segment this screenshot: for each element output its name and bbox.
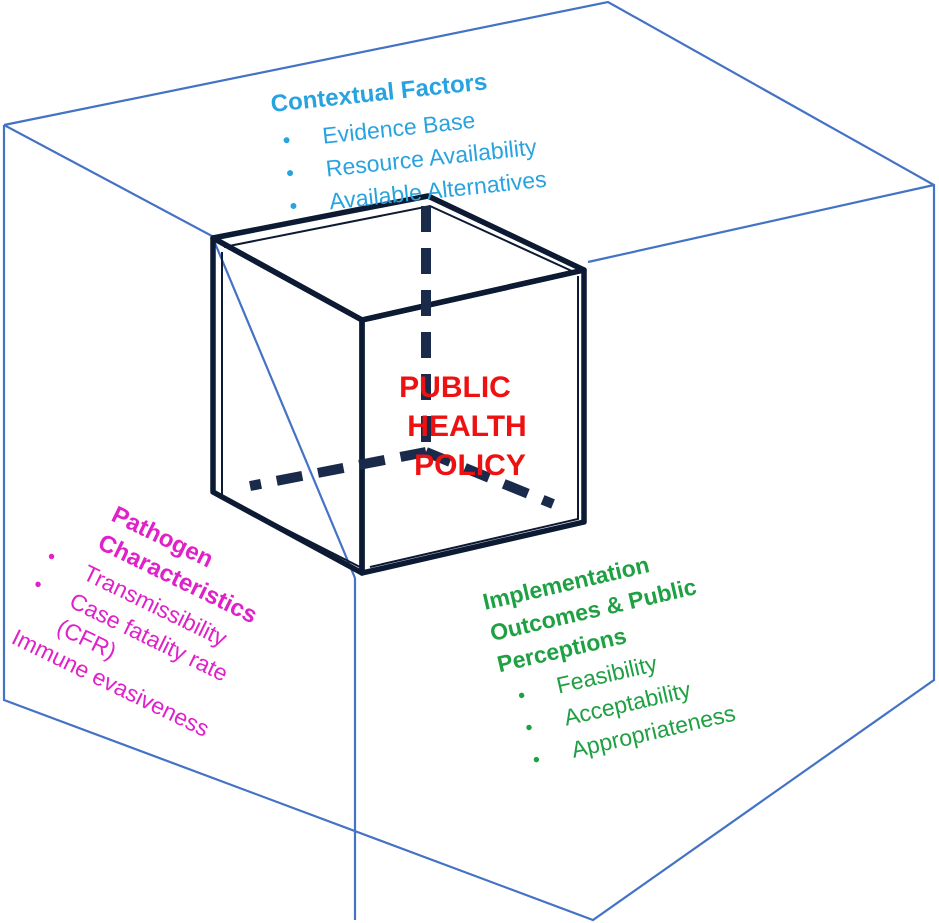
implementation-bullet-2: • bbox=[523, 717, 535, 740]
pathogen-bullet-1: • bbox=[43, 546, 59, 569]
pathogen-bullet-2: • bbox=[30, 573, 46, 596]
inner-cube-right-face bbox=[359, 267, 587, 576]
contextual-bullet-1: • bbox=[281, 127, 291, 153]
hidden-edge-right bbox=[424, 447, 555, 509]
center-line-1: PUBLIC bbox=[399, 371, 511, 404]
implementation-bullet-1: • bbox=[516, 684, 528, 707]
hidden-edge-left bbox=[249, 447, 427, 491]
implementation-bullet-3: • bbox=[531, 749, 543, 772]
center-label: PUBLIC HEALTH POLICY bbox=[399, 371, 527, 482]
pathogen-characteristics: Pathogen Characteristics • Transmissibil… bbox=[8, 501, 262, 742]
inner-cube bbox=[210, 193, 587, 576]
center-line-3: POLICY bbox=[414, 449, 526, 482]
implementation-outcomes: Implementation Outcomes & Public Percept… bbox=[480, 551, 738, 772]
hidden-edges bbox=[249, 206, 555, 509]
center-line-2: HEALTH bbox=[407, 410, 526, 443]
inner-cube-top-face bbox=[210, 193, 587, 323]
contextual-bullet-3: • bbox=[288, 193, 298, 219]
inner-cube-inner-line-left bbox=[221, 252, 361, 568]
contextual-factors: Contextual Factors • Evidence Base • Res… bbox=[269, 68, 547, 219]
outer-cube-top-right-cut bbox=[587, 183, 935, 264]
inner-cube-inner-line-right bbox=[369, 276, 579, 568]
contextual-bullet-2: • bbox=[285, 160, 295, 186]
outer-cube-top-left-cut bbox=[3, 124, 357, 579]
inner-cube-front-face bbox=[210, 235, 365, 576]
